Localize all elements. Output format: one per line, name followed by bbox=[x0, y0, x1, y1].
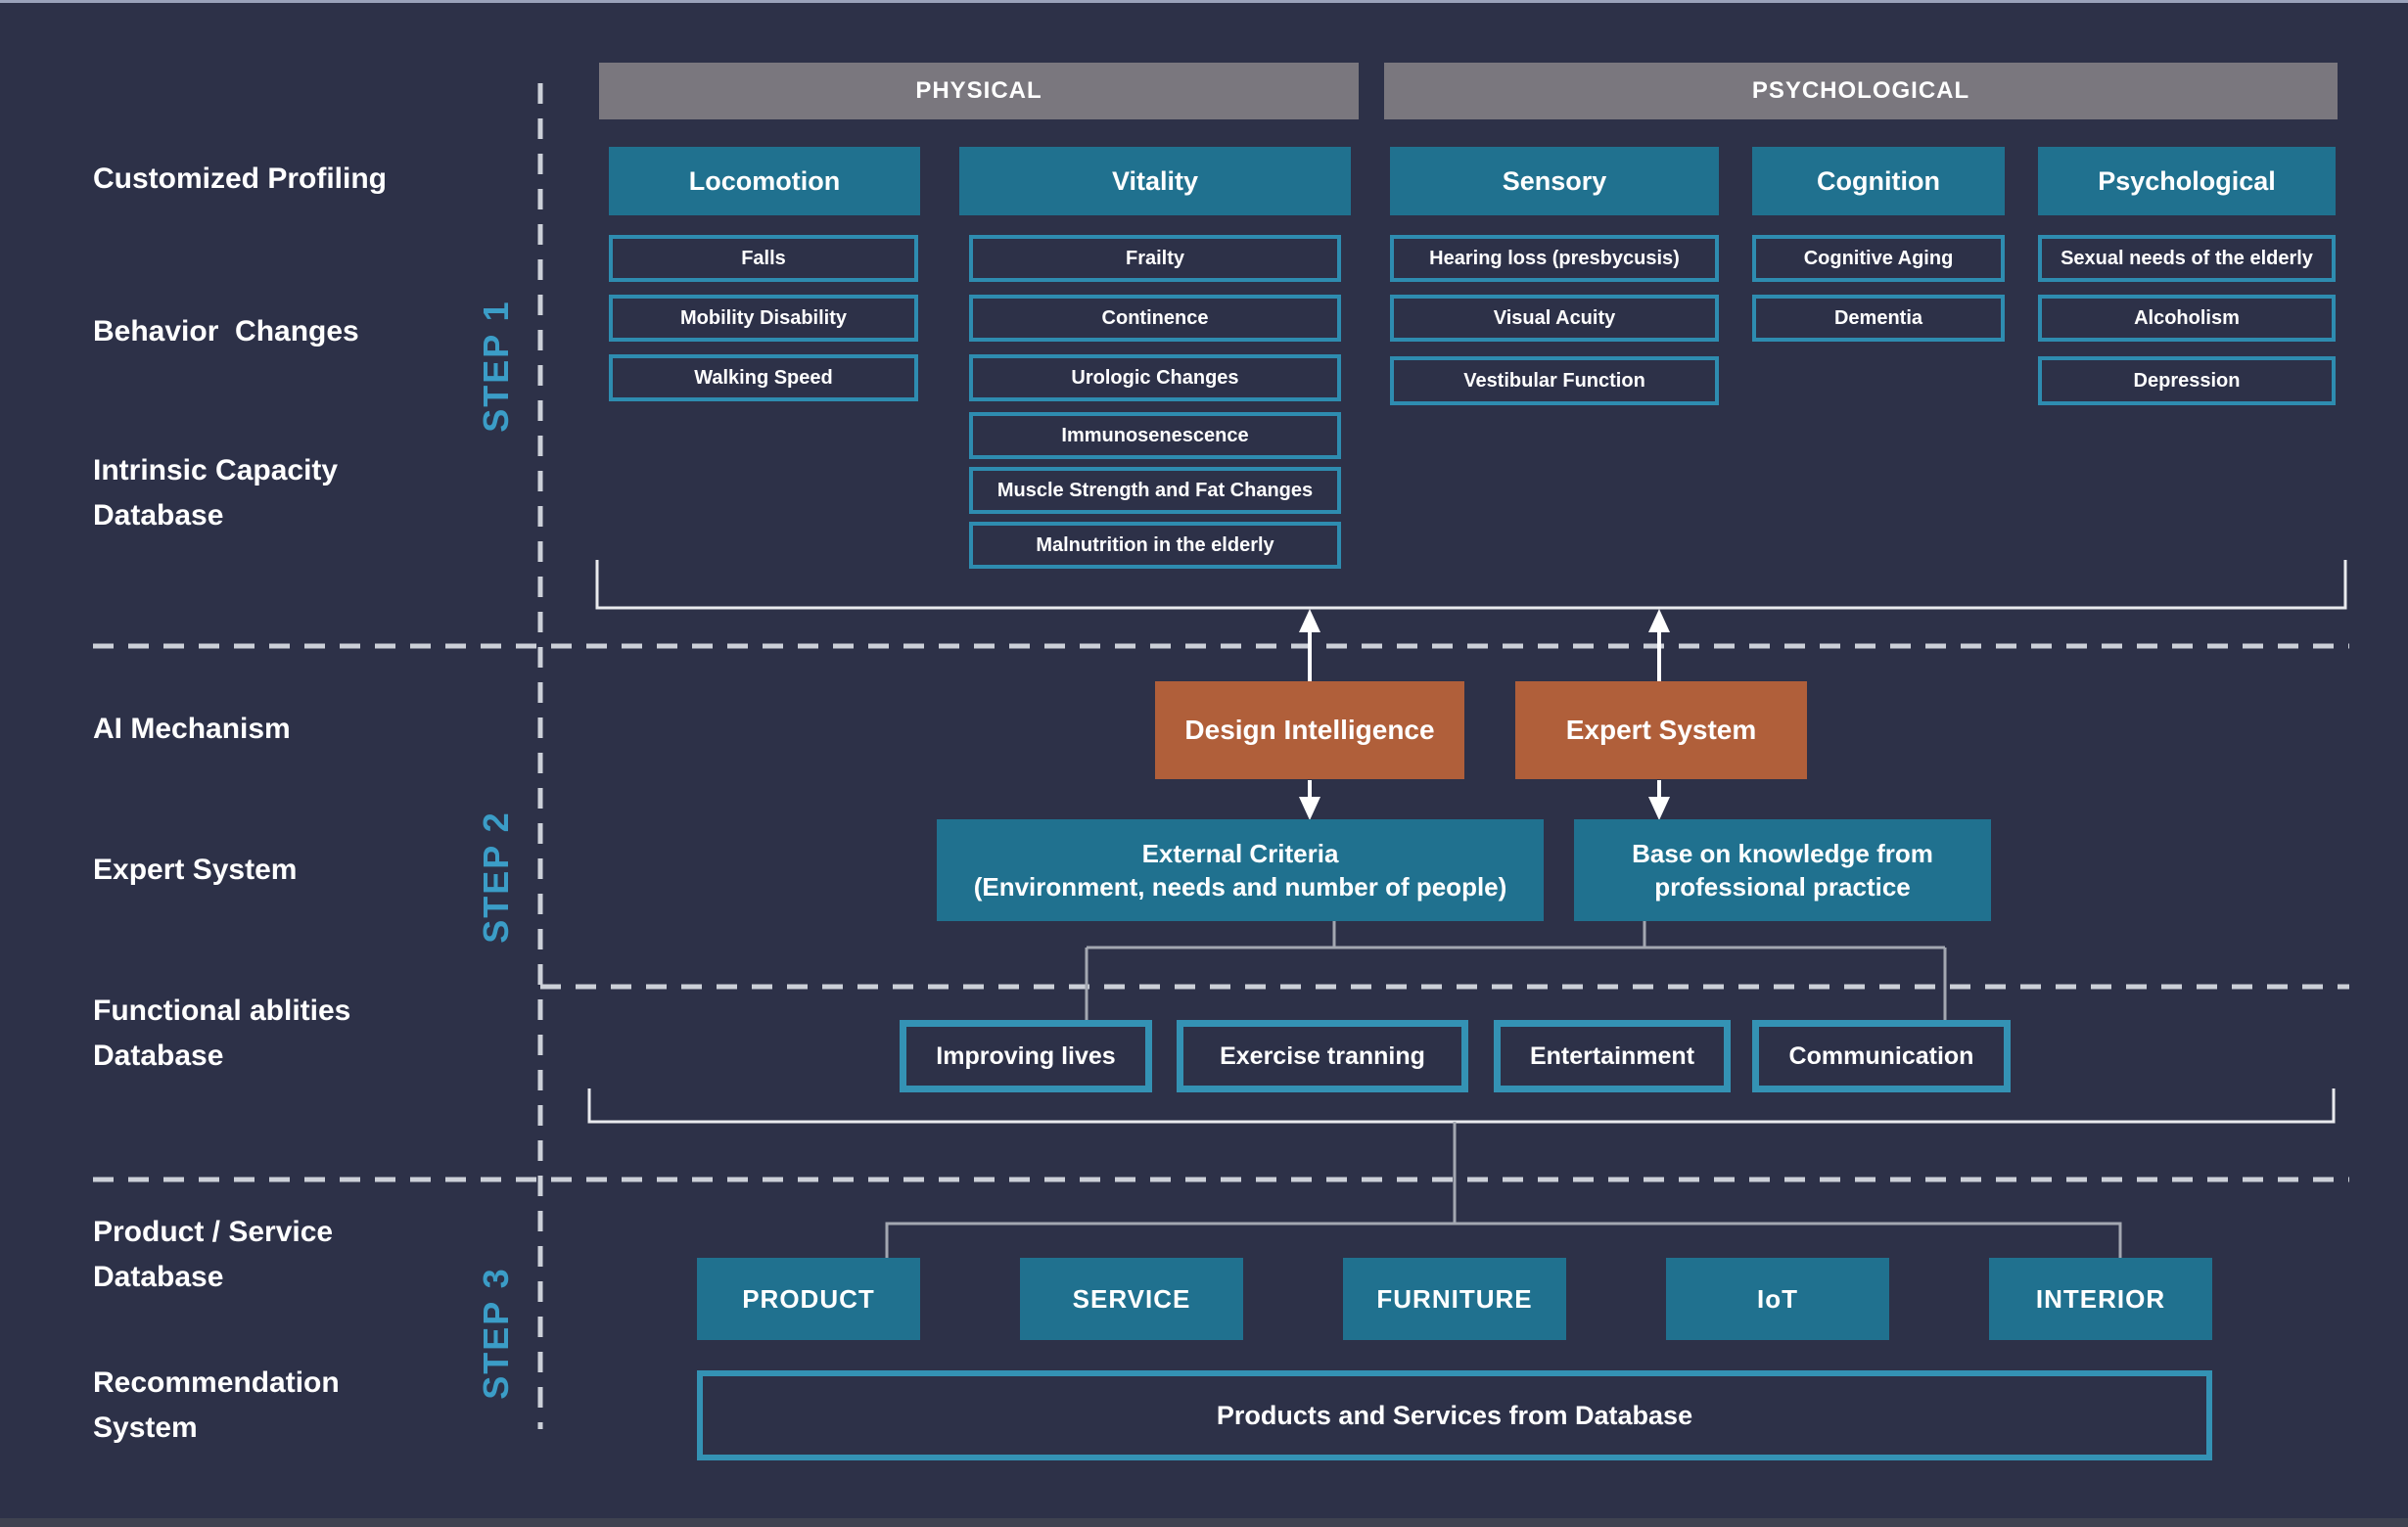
step-1-label: STEP 1 bbox=[476, 300, 516, 433]
intrinsic-item: Vestibular Function bbox=[1390, 356, 1719, 405]
row-label-ai-mechanism: AI Mechanism bbox=[93, 713, 291, 745]
arrow-up-design-intelligence bbox=[1299, 609, 1320, 685]
top-edge-line bbox=[0, 0, 2408, 3]
intrinsic-item: Continence bbox=[969, 295, 1341, 342]
intrinsic-item: Frailty bbox=[969, 235, 1341, 282]
recommendation-category-iot: IoT bbox=[1666, 1258, 1889, 1340]
row-label-expert-system: Expert System bbox=[93, 854, 298, 886]
intrinsic-item: Falls bbox=[609, 235, 918, 282]
recommendation-category-service: SERVICE bbox=[1020, 1258, 1243, 1340]
knowledge-base-box: Base on knowledge from professional prac… bbox=[1574, 819, 1991, 921]
category-psychological: Psychological bbox=[2038, 147, 2336, 215]
step-2-label: STEP 2 bbox=[476, 810, 516, 944]
intrinsic-item: Immunosenescence bbox=[969, 412, 1341, 459]
intrinsic-item: Muscle Strength and Fat Changes bbox=[969, 467, 1341, 514]
products-services-output-box: Products and Services from Database bbox=[697, 1370, 2212, 1460]
intrinsic-item: Hearing loss (presbycusis) bbox=[1390, 235, 1719, 282]
criteria-to-functional-connector bbox=[1085, 921, 1947, 1020]
group-header-psychological: PSYCHOLOGICAL bbox=[1384, 63, 2338, 119]
row-label-customized-profiling: Customized Profiling bbox=[93, 162, 387, 195]
row-label-behavior-changes: Behavior Changes bbox=[93, 315, 359, 347]
intrinsic-item: Mobility Disability bbox=[609, 295, 918, 342]
intrinsic-item: Sexual needs of the elderly bbox=[2038, 235, 2336, 282]
functional-output-bracket bbox=[587, 1088, 2336, 1124]
intrinsic-item: Alcoholism bbox=[2038, 295, 2336, 342]
intrinsic-item: Malnutrition in the elderly bbox=[969, 522, 1341, 569]
intrinsic-item: Urologic Changes bbox=[969, 354, 1341, 401]
expert-system-box: Expert System bbox=[1515, 681, 1807, 779]
bottom-edge-line bbox=[0, 1518, 2408, 1527]
category-sensory: Sensory bbox=[1390, 147, 1719, 215]
intrinsic-item: Depression bbox=[2038, 356, 2336, 405]
functional-ability-box: Exercise tranning bbox=[1177, 1020, 1468, 1092]
intrinsic-item: Cognitive Aging bbox=[1752, 235, 2005, 282]
intrinsic-item: Visual Acuity bbox=[1390, 295, 1719, 342]
arrow-down-design-intelligence bbox=[1299, 780, 1320, 820]
intrinsic-item: Walking Speed bbox=[609, 354, 918, 401]
recommendation-category-product: PRODUCT bbox=[697, 1258, 920, 1340]
category-vitality: Vitality bbox=[959, 147, 1351, 215]
arrow-down-expert-system bbox=[1648, 780, 1670, 820]
group-header-physical: PHYSICAL bbox=[599, 63, 1359, 119]
category-cognition: Cognition bbox=[1752, 147, 2005, 215]
functional-ability-box: Communication bbox=[1752, 1020, 2011, 1092]
functional-ability-box: Entertainment bbox=[1494, 1020, 1731, 1092]
recommendation-category-furniture: FURNITURE bbox=[1343, 1258, 1566, 1340]
intrinsic-item: Dementia bbox=[1752, 295, 2005, 342]
functional-ability-box: Improving lives bbox=[900, 1020, 1152, 1092]
external-criteria-box: External Criteria (Environment, needs an… bbox=[937, 819, 1544, 921]
step-3-label: STEP 3 bbox=[476, 1267, 516, 1400]
category-locomotion: Locomotion bbox=[609, 147, 920, 215]
step1-output-bracket bbox=[595, 560, 2347, 610]
step3-input-bracket bbox=[885, 1222, 2122, 1258]
arrow-up-expert-system bbox=[1648, 609, 1670, 685]
design-intelligence-box: Design Intelligence bbox=[1155, 681, 1464, 779]
recommendation-category-interior: INTERIOR bbox=[1989, 1258, 2212, 1340]
